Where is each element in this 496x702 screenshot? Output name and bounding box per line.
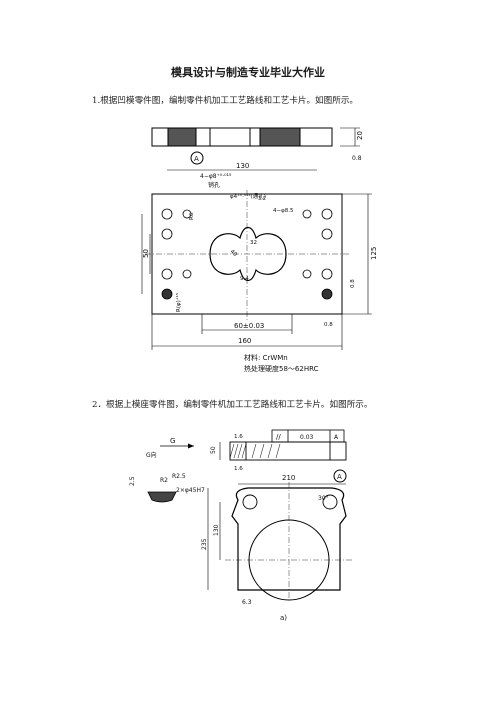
r-note: R2 (160, 477, 168, 484)
rough-32: 3.2 (258, 196, 266, 202)
tolerance-value: 0.03 (300, 434, 314, 441)
dim-130: 130 (213, 524, 220, 536)
dim-94: 9.4 (240, 276, 249, 282)
dim-2-5: 2.5 (129, 476, 136, 486)
material-note: 材料: CrWMn (244, 353, 288, 362)
rough-08-top: 0.8 (352, 155, 362, 162)
dim-130: 130 (236, 162, 249, 170)
rough-63: 6.3 (242, 599, 252, 606)
r2-note: R(φ)⁺¹⁵ (175, 293, 182, 312)
rough-16-bottom: 1.6 (234, 466, 243, 472)
tolerance-symbol: // (276, 433, 281, 441)
figure-1-svg: 20 0.8 A 130 4−φ8⁺⁰·⁰¹⁵ 销孔 φ4⁺⁰·⁰¹³(通孔) … (141, 127, 378, 373)
rough-08-bottom: 0.8 (324, 322, 333, 328)
r-note: R6 (189, 212, 195, 220)
plan-view-outline (231, 487, 347, 591)
question-2: 2．根据上模座零件图，编制零件机加工工艺路线和工艺卡片。如图所示。 (92, 400, 373, 410)
rough-08-right: 0.8 (350, 279, 356, 288)
datum-a-label: A (194, 155, 199, 163)
figure-2-die-base-drawing: G G向 // 0.03 A 1.6 1.6 50 A 2 (120, 420, 360, 630)
top-view-hatch-right (259, 127, 301, 147)
top-view-hatch-left (167, 127, 197, 147)
dim-235: 235 (201, 538, 208, 550)
angle-label: 30° (318, 495, 329, 502)
datum-a-label-2: A (337, 473, 342, 481)
question-1: 1.根据凹模零件图，编制零件机加工工艺路线和工艺卡片。如图所示。 (92, 96, 359, 106)
document-title: 模具设计与制造专业毕业大作业 (171, 66, 325, 79)
figure-2-svg: G G向 // 0.03 A 1.6 1.6 50 A 2 (129, 429, 352, 622)
dim-32: 32 (250, 240, 257, 246)
dim-50: 50 (210, 446, 217, 454)
dim-20: 20 (356, 131, 364, 140)
datum-a-circle (190, 151, 204, 165)
cavity-outline (209, 226, 287, 282)
side-view-outline (229, 441, 347, 461)
detail-section (147, 491, 177, 503)
datum-a-circle-2 (333, 469, 347, 483)
rough-16-top: 1.6 (234, 434, 243, 440)
r-25-label: R2.5 (172, 473, 186, 480)
holes-label: 2×φ45H7 (176, 487, 205, 494)
hole-note: 4−φ8⁺⁰·⁰¹⁵ (200, 173, 232, 180)
slot-note: φ4⁺⁰·⁰¹³(通孔) (230, 192, 266, 200)
label-g-view: G向 (146, 451, 157, 459)
dim-125: 125 (370, 247, 378, 260)
figure-caption: a) (280, 614, 287, 622)
hole-note-3: 4−φ8.5 (273, 208, 294, 214)
dim-40: 40 (229, 249, 239, 258)
hole-note-2: 销孔 (208, 181, 220, 189)
dim-160: 160 (238, 337, 251, 345)
dim-210: 210 (282, 474, 295, 482)
hardness-note: 热处理硬度58～62HRC (244, 364, 319, 373)
top-view-outline (151, 127, 333, 147)
figure-1-die-drawing: 20 0.8 A 130 4−φ8⁺⁰·⁰¹⁵ 销孔 φ4⁺⁰·⁰¹³(通孔) … (140, 120, 400, 382)
label-g: G (170, 437, 175, 445)
dim-60: 60±0.03 (234, 322, 264, 330)
dim-50: 50 (142, 249, 150, 258)
tolerance-ref: A (334, 434, 339, 441)
